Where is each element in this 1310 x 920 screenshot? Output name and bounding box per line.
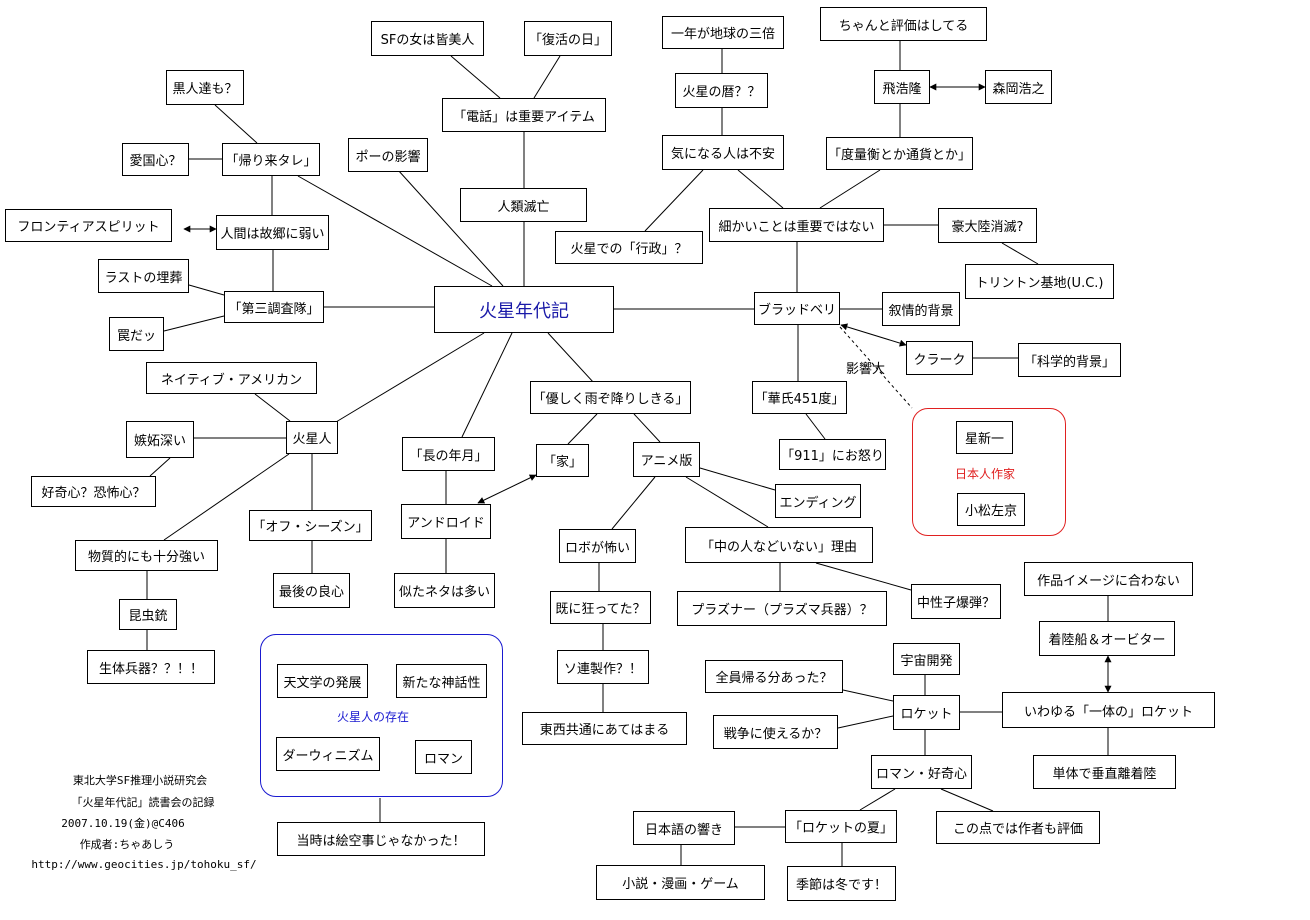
- credit-title: 「火星年代記」読書会の記録: [71, 796, 215, 809]
- japanese-authors-group: [912, 408, 1066, 536]
- node-house[interactable]: 「家」: [536, 444, 589, 477]
- node-jealous[interactable]: 嫉妬深い: [126, 421, 194, 458]
- node-ending[interactable]: エンディング: [775, 484, 861, 518]
- node-japanese-ring[interactable]: 日本語の響き: [633, 811, 735, 845]
- node-android[interactable]: アンドロイド: [401, 504, 491, 539]
- node-lyrical[interactable]: 叙情的背景: [882, 292, 960, 326]
- credit-url: http://www.geocities.jp/tohoku_sf/: [31, 858, 257, 871]
- node-hi-kouryu[interactable]: 飛浩隆: [874, 70, 930, 104]
- node-vtol[interactable]: 単体で垂直離着陸: [1033, 755, 1176, 789]
- node-not-fiction[interactable]: 当時は絵空事じゃなかった！: [277, 822, 485, 856]
- node-mars-calendar[interactable]: 火星の暦？？: [675, 73, 768, 108]
- node-black-people[interactable]: 黒人達も？: [166, 70, 244, 105]
- node-insect-gun[interactable]: 昆虫銃: [119, 599, 177, 630]
- node-material-strong[interactable]: 物質的にも十分強い: [75, 540, 218, 571]
- central-node[interactable]: 火星年代記: [434, 286, 614, 333]
- node-darwinism[interactable]: ダーウィニズム: [276, 737, 380, 771]
- node-scientific[interactable]: 「科学的背景」: [1018, 343, 1121, 377]
- node-phone[interactable]: 「電話」は重要アイテム: [442, 98, 606, 132]
- node-romance[interactable]: ロマン: [415, 740, 472, 774]
- martian-existence-label: 火星人の存在: [337, 710, 410, 724]
- node-trap[interactable]: 罠だッ: [109, 317, 164, 351]
- node-one-piece-rocket[interactable]: いわゆる「一体の」ロケット: [1002, 692, 1215, 728]
- node-australia[interactable]: 豪大陸消滅?: [938, 208, 1037, 243]
- node-resurrection-day[interactable]: 「復活の日」: [524, 21, 612, 56]
- node-winter[interactable]: 季節は冬です！: [787, 866, 896, 901]
- node-off-season[interactable]: 「オフ・シーズン」: [249, 510, 372, 541]
- node-lander-orbiter[interactable]: 着陸船＆オービター: [1039, 621, 1175, 656]
- node-novels-manga[interactable]: 小説・漫画・ゲーム: [596, 865, 765, 900]
- influence-edge-label: 影響大: [846, 362, 886, 377]
- japanese-authors-label: 日本人作家: [955, 467, 1016, 481]
- node-administration[interactable]: 火星での「行政」？: [555, 231, 703, 264]
- node-already-mad[interactable]: 既に狂ってた？: [550, 591, 651, 624]
- node-war-use[interactable]: 戦争に使えるか？: [713, 715, 838, 749]
- node-morioka[interactable]: 森岡浩之: [985, 70, 1052, 104]
- node-no-person-inside[interactable]: 「中の人などいない」理由: [685, 527, 873, 563]
- node-image-mismatch[interactable]: 作品イメージに合わない: [1024, 562, 1193, 596]
- node-come-back[interactable]: 「帰り来タレ」: [222, 143, 320, 176]
- node-curiosity-fear[interactable]: 好奇心？恐怖心？: [31, 476, 156, 507]
- node-long-years[interactable]: 「長の年月」: [402, 437, 495, 471]
- node-rocket[interactable]: ロケット: [893, 695, 960, 730]
- node-trinton[interactable]: トリントン基地(U.C.): [965, 264, 1114, 299]
- martian-existence-group: [260, 634, 503, 797]
- node-bradbury[interactable]: ブラッドベリ: [754, 292, 840, 325]
- node-homesick[interactable]: 人間は故郷に弱い: [216, 215, 329, 250]
- node-extinction[interactable]: 人類滅亡: [460, 188, 587, 222]
- node-hoshi[interactable]: 星新一: [956, 421, 1013, 454]
- node-plasma[interactable]: プラズナー（プラズマ兵器）？: [677, 591, 887, 626]
- node-robot-scary[interactable]: ロボが怖い: [559, 529, 636, 563]
- node-komatsu[interactable]: 小松左京: [957, 493, 1025, 526]
- credit-author: 作成者:ちゃあしう: [79, 838, 175, 851]
- node-measures[interactable]: 「度量衡とか通貨とか」: [826, 137, 973, 170]
- node-bio-weapon[interactable]: 生体兵器？？！！: [87, 650, 215, 684]
- node-worried[interactable]: 気になる人は不安: [662, 135, 784, 170]
- credit-club: 東北大学SF推理小説研究会: [72, 774, 208, 787]
- node-third-expedition[interactable]: 「第三調査隊」: [224, 291, 324, 323]
- node-f451[interactable]: 「華氏451度」: [752, 381, 847, 414]
- node-martians[interactable]: 火星人: [286, 421, 338, 454]
- node-neutron-bomb[interactable]: 中性子爆弾？: [911, 584, 1001, 619]
- node-year-three[interactable]: 一年が地球の三倍: [662, 16, 784, 49]
- node-native-american[interactable]: ネイティブ・アメリカン: [146, 362, 317, 394]
- node-rocket-summer[interactable]: 「ロケットの夏」: [785, 810, 897, 843]
- node-mythology[interactable]: 新たな神話性: [396, 664, 487, 698]
- node-details[interactable]: 細かいことは重要ではない: [709, 208, 884, 242]
- node-east-west[interactable]: 東西共通にあてはまる: [522, 712, 687, 745]
- node-angry-911[interactable]: 「911」にお怒り: [779, 439, 886, 470]
- node-clarke[interactable]: クラーク: [906, 341, 973, 375]
- node-soviet[interactable]: ソ連製作？！: [557, 650, 649, 684]
- node-space-dev[interactable]: 宇宙開発: [893, 643, 960, 675]
- node-last-burial[interactable]: ラストの埋葬: [98, 259, 189, 293]
- node-romance-curiosity[interactable]: ロマン・好奇心: [871, 755, 972, 789]
- node-patriotism[interactable]: 愛国心？: [122, 143, 189, 176]
- node-anime[interactable]: アニメ版: [633, 442, 700, 477]
- node-all-return[interactable]: 全員帰る分あった？: [705, 660, 843, 693]
- credit-date: 2007.10.19(金)@C406: [61, 817, 185, 830]
- node-astronomy[interactable]: 天文学の発展: [277, 664, 368, 698]
- node-author-rated[interactable]: この点では作者も評価: [936, 811, 1100, 844]
- node-gentle-rain[interactable]: 「優しく雨ぞ降りしきる」: [530, 381, 691, 414]
- node-frontier[interactable]: フロンティアスピリット: [5, 209, 172, 242]
- node-properly-rated[interactable]: ちゃんと評価はしてる: [820, 7, 987, 41]
- node-last-conscience[interactable]: 最後の良心: [273, 573, 350, 608]
- node-poe[interactable]: ポーの影響: [348, 138, 428, 172]
- node-similar[interactable]: 似たネタは多い: [394, 573, 495, 608]
- node-sf-women[interactable]: SFの女は皆美人: [371, 21, 484, 56]
